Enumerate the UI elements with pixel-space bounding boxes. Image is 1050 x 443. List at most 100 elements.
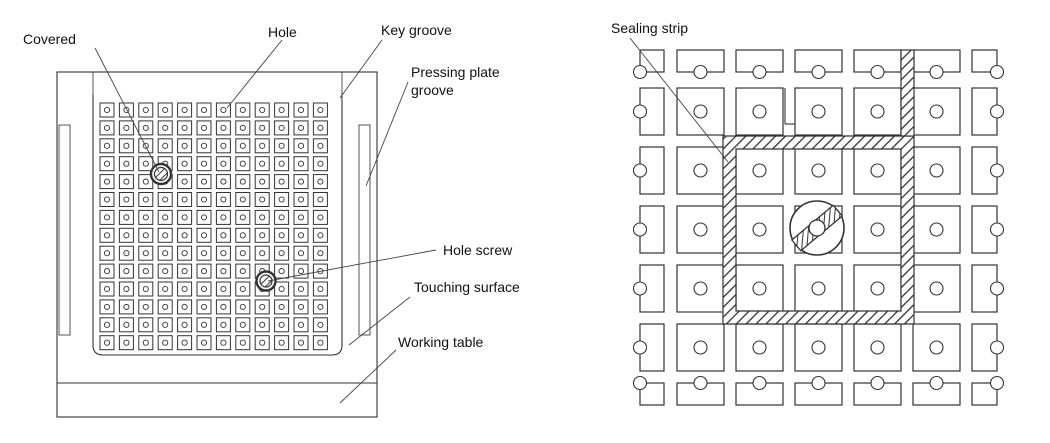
vacuum-hole bbox=[162, 106, 169, 114]
vacuum-hole bbox=[239, 124, 246, 131]
cell-hole bbox=[693, 64, 708, 80]
vacuum-hole bbox=[181, 178, 188, 185]
vacuum-hole bbox=[259, 321, 266, 328]
sealing-strip-riser bbox=[900, 49, 915, 137]
cell-hole bbox=[811, 104, 826, 119]
vacuum-hole bbox=[103, 303, 111, 310]
vacuum-hole bbox=[297, 196, 305, 203]
cell-hole bbox=[752, 281, 767, 296]
vacuum-hole bbox=[259, 124, 266, 131]
table-cell bbox=[639, 382, 665, 406]
cell-hole bbox=[929, 104, 944, 119]
vacuum-hole bbox=[239, 160, 246, 167]
vacuum-hole bbox=[239, 321, 246, 328]
vacuum-hole bbox=[297, 285, 305, 293]
table-cell bbox=[971, 323, 998, 372]
vacuum-hole bbox=[259, 232, 266, 239]
vacuum-table-plan: Covered Hole Key groove Pressing plate g… bbox=[23, 22, 520, 418]
cell-hole bbox=[870, 64, 885, 80]
vacuum-hole bbox=[181, 232, 188, 239]
table-cell bbox=[639, 49, 665, 73]
cell-hole bbox=[870, 104, 885, 119]
vacuum-hole bbox=[200, 232, 208, 239]
vacuum-hole bbox=[317, 303, 324, 310]
vacuum-hole bbox=[297, 232, 305, 239]
vacuum-hole bbox=[103, 321, 111, 328]
table-cell bbox=[971, 146, 998, 195]
vacuum-hole bbox=[297, 250, 305, 257]
vacuum-hole bbox=[200, 124, 208, 131]
vacuum-hole bbox=[220, 250, 227, 257]
vacuum-hole bbox=[220, 160, 227, 167]
vacuum-hole bbox=[278, 160, 285, 167]
vacuum-hole bbox=[123, 268, 130, 275]
vacuum-hole bbox=[239, 142, 246, 149]
vacuum-hole bbox=[200, 106, 208, 114]
vacuum-hole bbox=[317, 160, 324, 167]
vacuum-hole bbox=[220, 196, 227, 203]
label-pressing-plate-groove-2: groove bbox=[411, 82, 454, 98]
vacuum-hole bbox=[103, 232, 111, 239]
vacuum-hole bbox=[142, 250, 149, 257]
vacuum-hole bbox=[162, 268, 169, 275]
vacuum-hole bbox=[239, 214, 246, 221]
cell-hole bbox=[752, 104, 767, 119]
vacuum-hole bbox=[259, 303, 266, 310]
vacuum-hole bbox=[220, 303, 227, 310]
cell-hole bbox=[632, 64, 648, 80]
vacuum-hole bbox=[317, 339, 324, 346]
vacuum-hole bbox=[220, 178, 227, 185]
vacuum-hole bbox=[259, 106, 266, 114]
vacuum-hole bbox=[278, 268, 285, 275]
cell-hole bbox=[989, 281, 1005, 296]
vacuum-hole bbox=[297, 160, 305, 167]
vacuum-hole bbox=[162, 196, 169, 203]
vacuum-hole bbox=[162, 232, 169, 239]
vacuum-hole bbox=[162, 321, 169, 328]
vacuum-hole bbox=[278, 178, 285, 185]
vacuum-hole bbox=[181, 321, 188, 328]
vacuum-hole bbox=[162, 303, 169, 310]
vacuum-hole bbox=[220, 268, 227, 275]
cell-hole bbox=[811, 64, 826, 80]
vacuum-hole bbox=[317, 285, 324, 293]
vacuum-hole bbox=[103, 268, 111, 275]
hole-grid bbox=[99, 102, 328, 351]
vacuum-hole bbox=[162, 250, 169, 257]
vacuum-hole bbox=[220, 232, 227, 239]
vacuum-hole bbox=[297, 268, 305, 275]
label-pressing-plate-groove-1: Pressing plate bbox=[411, 64, 500, 80]
vacuum-hole bbox=[220, 142, 227, 149]
vacuum-hole bbox=[239, 232, 246, 239]
hole-screw-detail bbox=[789, 200, 845, 256]
vacuum-hole bbox=[259, 160, 266, 167]
label-covered: Covered bbox=[23, 31, 76, 47]
vacuum-hole bbox=[123, 124, 130, 131]
vacuum-hole bbox=[123, 339, 130, 346]
cell-hole bbox=[870, 281, 885, 296]
leader-pressing-plate-groove bbox=[365, 81, 409, 187]
vacuum-hole bbox=[103, 160, 111, 167]
cell-hole bbox=[752, 163, 767, 178]
vacuum-hole bbox=[200, 250, 208, 257]
vacuum-hole bbox=[220, 321, 227, 328]
cell-hole bbox=[752, 64, 767, 80]
vacuum-hole bbox=[220, 124, 227, 131]
vacuum-hole bbox=[239, 106, 246, 114]
cell-hole bbox=[632, 104, 648, 119]
vacuum-hole bbox=[142, 124, 149, 131]
vacuum-hole bbox=[278, 303, 285, 310]
vacuum-hole bbox=[142, 232, 149, 239]
cell-hole bbox=[929, 163, 944, 178]
cell-hole bbox=[632, 281, 648, 296]
vacuum-hole bbox=[181, 250, 188, 257]
cell-hole bbox=[811, 375, 826, 391]
vacuum-hole bbox=[123, 160, 130, 167]
vacuum-hole bbox=[239, 250, 246, 257]
vacuum-hole bbox=[278, 124, 285, 131]
vacuum-hole bbox=[278, 196, 285, 203]
cell-hole bbox=[693, 222, 708, 237]
vacuum-hole bbox=[200, 196, 208, 203]
vacuum-hole bbox=[278, 214, 285, 221]
cell-hole bbox=[752, 340, 767, 355]
